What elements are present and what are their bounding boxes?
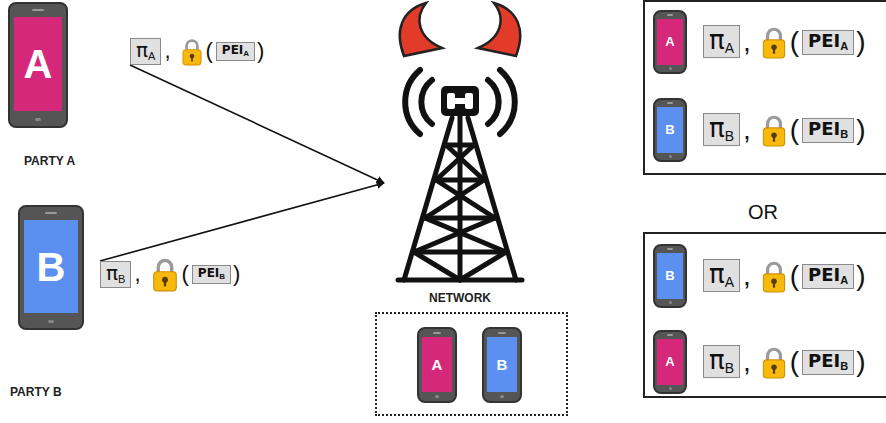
parenthesis: ): [856, 262, 865, 290]
subscript: A: [840, 41, 848, 52]
message-symbol: PEI: [222, 44, 243, 57]
message-box: PEIB: [802, 118, 854, 143]
subscript: B: [840, 129, 848, 140]
message-box: πA: [130, 38, 161, 65]
device-letter: A: [432, 357, 443, 372]
message-symbol: PEI: [808, 266, 840, 285]
subscript: A: [148, 51, 155, 62]
subscript: B: [118, 274, 125, 285]
phone-screen: B: [24, 220, 77, 313]
message-box: πB: [703, 113, 740, 146]
tower-lattice: [398, 116, 522, 280]
devil-horns: [400, 3, 520, 56]
parenthesis: ): [856, 348, 865, 376]
device-letter: B: [497, 357, 508, 372]
phone-device: BPARTY B: [18, 205, 84, 330]
message-symbol: π: [709, 261, 725, 288]
phone-screen: A: [657, 339, 683, 385]
message-symbol: π: [709, 115, 725, 142]
message-box: πA: [703, 259, 740, 292]
message-box: πB: [703, 345, 740, 378]
message-symbol: π: [106, 263, 118, 284]
phone-device: APARTY A: [8, 2, 68, 128]
device-letter: A: [665, 355, 674, 368]
subscript: B: [840, 361, 848, 372]
parenthesis: (: [182, 263, 189, 285]
subscript: B: [725, 129, 734, 143]
parenthesis: (: [790, 28, 799, 56]
group-box: AB: [375, 312, 568, 416]
message-box: πA: [703, 25, 740, 58]
message-box: PEIA: [216, 42, 255, 61]
lock-icon: [761, 113, 787, 147]
message-symbol: π: [709, 347, 725, 374]
phone-device: B: [653, 98, 687, 162]
lock-icon: [151, 256, 179, 292]
group-box: AπAPEIABπBPEIB,(),(): [643, 0, 886, 175]
phone-device: A: [653, 10, 687, 74]
message-symbol: PEI: [808, 120, 840, 139]
separator-comma: ,: [743, 348, 751, 376]
parenthesis: ): [856, 28, 865, 56]
device-letter: B: [665, 269, 674, 282]
subscript: B: [219, 273, 225, 281]
message-symbol: PEI: [808, 352, 840, 371]
separator-comma: ,: [743, 28, 751, 56]
parenthesis: (: [790, 262, 799, 290]
lock-icon: [181, 37, 203, 66]
phone-screen: A: [657, 19, 683, 65]
separator-comma: ,: [134, 263, 140, 285]
device-letter: B: [37, 247, 66, 287]
parenthesis: ): [233, 263, 240, 285]
antenna-head: [441, 86, 479, 116]
party-label: PARTY A: [24, 154, 75, 168]
parenthesis: (: [206, 40, 213, 62]
separator-comma: ,: [743, 262, 751, 290]
subscript: A: [725, 275, 734, 289]
network-label: NETWORK: [385, 291, 535, 305]
group-box: BπAPEIAAπBPEIB,(),(): [643, 232, 886, 398]
alternative-label: OR: [748, 202, 778, 222]
lock-icon: [761, 345, 787, 379]
phone-screen: B: [657, 107, 683, 153]
subscript: A: [725, 41, 734, 55]
subscript: B: [725, 361, 734, 375]
device-letter: A: [24, 44, 53, 84]
network-node: NETWORK: [385, 5, 535, 305]
phone-device: A: [653, 330, 687, 394]
parenthesis: ): [856, 116, 865, 144]
party-label: PARTY B: [10, 385, 62, 399]
message-box: PEIB: [192, 265, 231, 284]
message-arrow: [130, 65, 384, 183]
phone-screen: A: [422, 337, 453, 392]
parenthesis: (: [790, 348, 799, 376]
lock-icon: [761, 259, 787, 293]
separator-comma: ,: [164, 40, 170, 62]
subscript: A: [243, 50, 249, 58]
phone-device: B: [482, 327, 522, 403]
phone-screen: B: [657, 253, 683, 299]
message-box: PEIB: [802, 350, 854, 375]
message-symbol: PEI: [198, 267, 219, 280]
phone-screen: B: [487, 337, 518, 392]
parenthesis: (: [790, 116, 799, 144]
message-box: PEIA: [802, 30, 854, 55]
phone-screen: A: [14, 17, 62, 111]
message-arrow: [100, 183, 384, 261]
separator-comma: ,: [743, 116, 751, 144]
device-letter: A: [665, 35, 674, 48]
message-box: PEIA: [802, 264, 854, 289]
parenthesis: ): [257, 40, 264, 62]
message-symbol: π: [136, 40, 148, 61]
phone-device: B: [653, 244, 687, 308]
subscript: A: [840, 275, 848, 286]
message-symbol: π: [709, 27, 725, 54]
lock-icon: [761, 25, 787, 59]
message-box: πB: [100, 261, 131, 288]
message-symbol: PEI: [808, 32, 840, 51]
phone-device: A: [417, 327, 457, 403]
device-letter: B: [665, 123, 674, 136]
